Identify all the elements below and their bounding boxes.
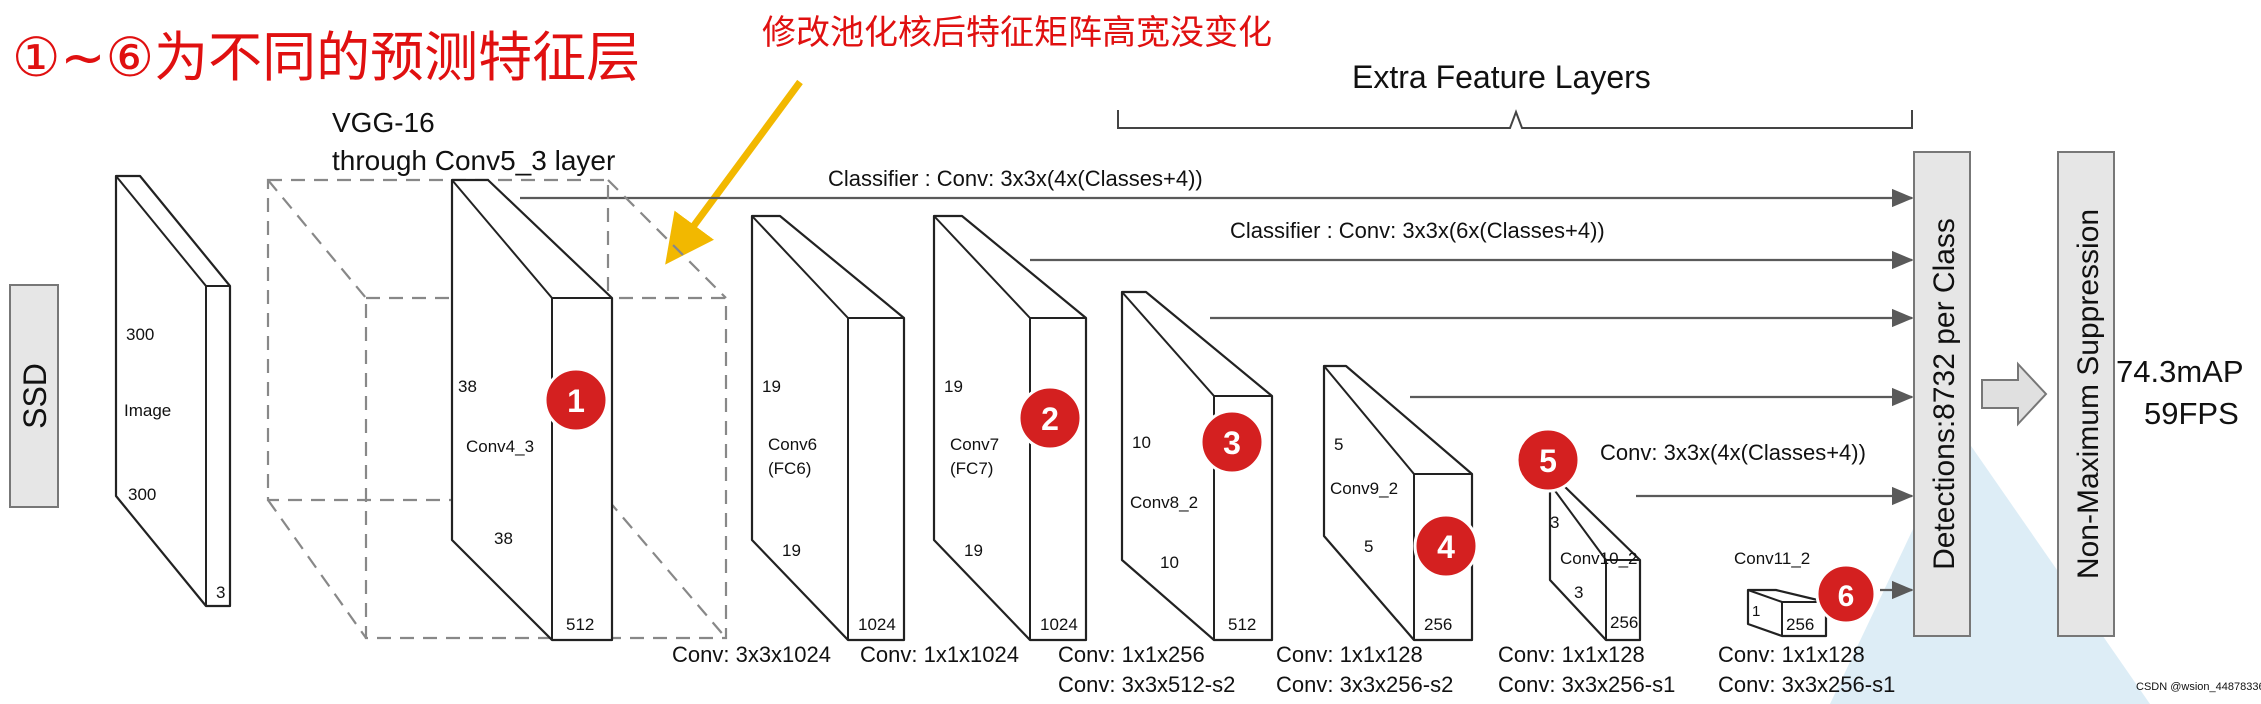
conv6-name: Conv6 bbox=[768, 435, 817, 454]
op-conv8-a: Conv: 1x1x256 bbox=[1058, 642, 1205, 667]
extra-feature-layers-label: Extra Feature Layers bbox=[1352, 59, 1651, 95]
conv6-channels: 1024 bbox=[858, 615, 896, 634]
badge-2-label: 2 bbox=[1041, 401, 1059, 437]
conv10-2-name: Conv10_2 bbox=[1560, 549, 1638, 568]
op-conv11-b: Conv: 3x3x256-s1 bbox=[1718, 672, 1895, 697]
conv8-2-name: Conv8_2 bbox=[1130, 493, 1198, 512]
conv4-3-width: 38 bbox=[494, 529, 513, 548]
conv4-3-name: Conv4_3 bbox=[466, 437, 534, 456]
op-conv7: Conv: 1x1x1024 bbox=[860, 642, 1019, 667]
conv9-2-width: 5 bbox=[1364, 537, 1373, 556]
conv11-2-channels: 256 bbox=[1786, 615, 1814, 634]
conv7-block: 19 Conv7 (FC7) 19 1024 bbox=[932, 214, 1088, 642]
conv8-2-height: 10 bbox=[1132, 433, 1151, 452]
conv7-width: 19 bbox=[964, 541, 983, 560]
conv11-2-block: Conv11_2 1 256 bbox=[1734, 549, 1828, 638]
badge-1-label: 1 bbox=[567, 383, 585, 419]
conv6-name-alt: (FC6) bbox=[768, 459, 811, 478]
conv9-2-name: Conv9_2 bbox=[1330, 479, 1398, 498]
image-channels: 3 bbox=[216, 583, 225, 602]
nms-label: Non-Maximum Suppression bbox=[2072, 209, 2105, 579]
image-block: 300 Image 300 3 bbox=[114, 174, 232, 608]
conv11-2-height: 1 bbox=[1752, 603, 1760, 620]
conv4-3-channels: 512 bbox=[566, 615, 594, 634]
image-label: Image bbox=[124, 401, 171, 420]
main-title: ①~⑥为不同的预测特征层 bbox=[12, 26, 640, 89]
conv9-2-height: 5 bbox=[1334, 435, 1343, 454]
map-result: 74.3mAP bbox=[2116, 354, 2244, 389]
op-conv8-b: Conv: 3x3x512-s2 bbox=[1058, 672, 1235, 697]
conv7-name: Conv7 bbox=[950, 435, 999, 454]
ssd-panel bbox=[9, 284, 59, 508]
badge-1: 1 bbox=[543, 367, 609, 433]
annotation-note: 修改池化核后特征矩阵高宽没变化 bbox=[762, 13, 1272, 53]
detections-label: Detections:8732 per Class bbox=[1928, 218, 1961, 570]
vgg-label-line1: VGG-16 bbox=[332, 107, 435, 138]
detections-panel bbox=[1913, 151, 1971, 637]
conv7-name-alt: (FC7) bbox=[950, 459, 993, 478]
watermark-text: CSDN @wsion_44878336 bbox=[2136, 681, 2261, 693]
badge-4-label: 4 bbox=[1437, 529, 1455, 565]
conv8-2-block: 10 Conv8_2 10 512 bbox=[1120, 290, 1274, 642]
conv8-2-channels: 512 bbox=[1228, 615, 1256, 634]
ssd-label: SSD bbox=[17, 363, 53, 429]
conv4-3-block: 38 Conv4_3 38 512 bbox=[450, 178, 614, 642]
conv4-3-height: 38 bbox=[458, 377, 477, 396]
conv10-2-block: 3 Conv10_2 3 256 bbox=[1548, 482, 1642, 642]
badge-2: 2 bbox=[1017, 385, 1083, 451]
nms-panel bbox=[2057, 151, 2115, 637]
conv8-2-width: 10 bbox=[1160, 553, 1179, 572]
conv10-2-channels: 256 bbox=[1610, 613, 1638, 632]
badge-6: 6 bbox=[1815, 563, 1877, 625]
vgg-dashed-box bbox=[266, 178, 728, 640]
op-conv9-b: Conv: 3x3x256-s2 bbox=[1276, 672, 1453, 697]
conv10-2-height: 3 bbox=[1550, 513, 1559, 532]
conv6-width: 19 bbox=[782, 541, 801, 560]
extra-layers-bracket bbox=[1117, 109, 1913, 129]
badge-3-label: 3 bbox=[1223, 425, 1241, 461]
image-height: 300 bbox=[126, 325, 154, 344]
classifier-label-3: Conv: 3x3x(4x(Classes+4)) bbox=[1600, 440, 1866, 465]
conv7-channels: 1024 bbox=[1040, 615, 1078, 634]
classifier-label-1: Classifier : Conv: 3x3x(4x(Classes+4)) bbox=[828, 166, 1203, 191]
conv6-block: 19 Conv6 (FC6) 19 1024 bbox=[750, 214, 906, 642]
op-conv10-a: Conv: 1x1x128 bbox=[1498, 642, 1645, 667]
badge-4: 4 bbox=[1413, 513, 1479, 579]
op-conv9-a: Conv: 1x1x128 bbox=[1276, 642, 1423, 667]
vgg-label-line2: through Conv5_3 layer bbox=[332, 145, 615, 176]
op-conv11-a: Conv: 1x1x128 bbox=[1718, 642, 1865, 667]
conv9-2-channels: 256 bbox=[1424, 615, 1452, 634]
conv9-2-block: 5 Conv9_2 5 256 bbox=[1322, 364, 1474, 642]
fps-result: 59FPS bbox=[2144, 396, 2239, 431]
classifier-label-2: Classifier : Conv: 3x3x(6x(Classes+4)) bbox=[1230, 218, 1605, 243]
badge-3: 3 bbox=[1199, 409, 1265, 475]
conv7-height: 19 bbox=[944, 377, 963, 396]
conv6-height: 19 bbox=[762, 377, 781, 396]
conv10-2-width: 3 bbox=[1574, 583, 1583, 602]
yellow-pointer-arrow bbox=[665, 79, 803, 265]
big-gray-arrow bbox=[1981, 361, 2048, 427]
badge-6-label: 6 bbox=[1838, 580, 1855, 613]
conv11-2-name: Conv11_2 bbox=[1734, 549, 1810, 568]
op-conv10-b: Conv: 3x3x256-s1 bbox=[1498, 672, 1675, 697]
image-width: 300 bbox=[128, 485, 156, 504]
op-conv6: Conv: 3x3x1024 bbox=[672, 642, 831, 667]
badge-5: 5 bbox=[1515, 427, 1581, 493]
badge-5-label: 5 bbox=[1539, 443, 1557, 479]
